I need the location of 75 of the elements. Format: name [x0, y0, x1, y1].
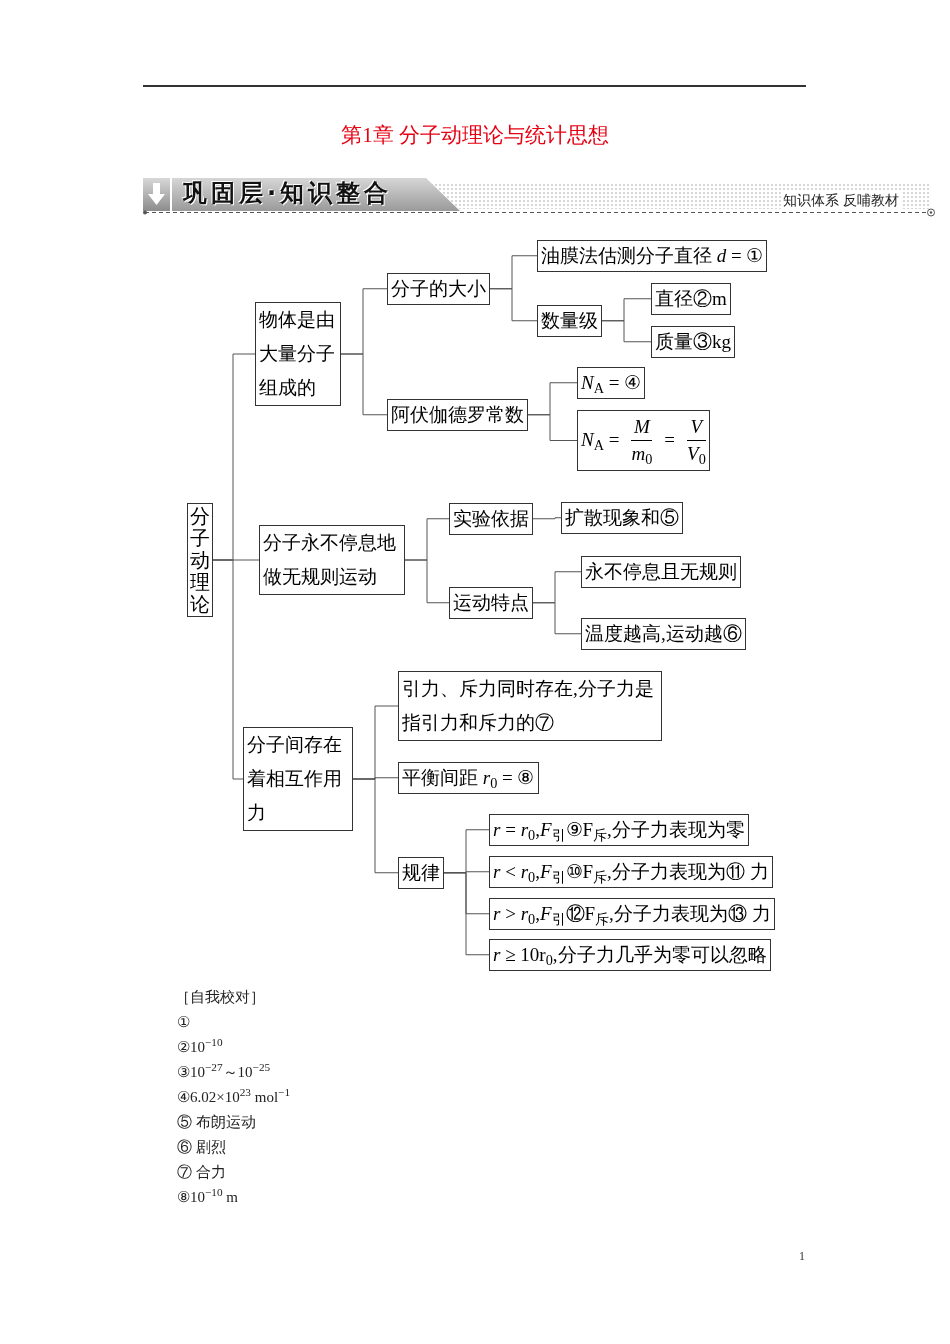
- answer-line: ④6.02×10$^{23}$ mol$^{−1}$: [177, 1085, 291, 1107]
- connector-line: [527, 414, 578, 441]
- concept-box: [489, 814, 749, 846]
- concept-text: r < r$_{0}$,F$_{引}$⑩F$_{斥}$,分子力表现为⑪ 力: [493, 861, 769, 882]
- connector-line: [443, 872, 490, 956]
- concept-box: [489, 898, 775, 930]
- concept-box: [449, 587, 533, 619]
- concept-text: 实验依据: [453, 508, 529, 529]
- concept-text: 运动特点: [453, 592, 529, 613]
- answer-line: ⑥ 剧烈: [177, 1138, 226, 1157]
- concept-text: 分子永不停息地做无规则运动: [263, 531, 397, 589]
- concept-box: [243, 727, 353, 831]
- concept-text: 平衡间距 r$_{0}$ = ⑧: [402, 767, 535, 788]
- concept-text: 规律: [402, 862, 440, 883]
- concept-box: [581, 618, 746, 650]
- connector-line: [352, 778, 399, 874]
- concept-box: [651, 283, 731, 315]
- concept-box: [577, 410, 710, 471]
- concept-text: 数量级: [541, 310, 598, 331]
- concept-box: [449, 503, 533, 535]
- formula-text: M: [633, 415, 650, 439]
- topic-text: 分子动理论: [190, 505, 210, 615]
- formula-text: =: [664, 428, 676, 453]
- answer-line: ⑦ 合力: [177, 1163, 226, 1182]
- answer-line: ②10$^{−10}$: [177, 1035, 223, 1057]
- concept-box: [537, 305, 602, 337]
- connector-line: [212, 559, 244, 780]
- formula-text: m$_{0}$: [631, 442, 653, 467]
- concept-box: [398, 671, 662, 741]
- connector-line: [489, 288, 538, 322]
- concept-box: [259, 525, 405, 595]
- connector-line: [532, 517, 562, 520]
- concept-text: 扩散现象和⑤: [565, 507, 679, 528]
- concept-text: 分子间存在着相互作用力: [247, 733, 343, 825]
- answer-line: ⑤ 布朗运动: [177, 1113, 256, 1132]
- concept-text: 物体是由大量分子组成的: [259, 308, 336, 400]
- concept-text: r ≥ 10r$_{0}$,分子力几乎为零可以忽略: [493, 944, 767, 965]
- concept-text: 直径②m: [655, 288, 727, 309]
- chapter-title: 第1章 分子动理论与统计思想: [341, 122, 609, 149]
- connector-line: [340, 353, 388, 416]
- connector-line: [601, 320, 652, 343]
- page-number: 1: [799, 1248, 805, 1264]
- concept-text: 分子的大小: [391, 278, 486, 299]
- concept-box: [489, 856, 773, 888]
- concept-box: [398, 857, 444, 889]
- concept-box: [387, 273, 490, 305]
- answer-heading: ［自我校对］: [175, 988, 265, 1007]
- formula-text: V: [690, 415, 703, 439]
- connector-line: [532, 602, 582, 635]
- concept-text: 阿伏伽德罗常数: [391, 404, 524, 425]
- concept-box: [398, 762, 539, 794]
- concept-text: 质量③kg: [655, 331, 731, 352]
- formula-text: N$_{A}$ =: [581, 428, 620, 455]
- concept-text: r = r$_{0}$,F$_{引}$⑨F$_{斥}$,分子力表现为零: [493, 819, 745, 840]
- answer-line: ③10$^{−27}$～10$^{−25}$: [177, 1060, 271, 1082]
- concept-text: 油膜法估测分子直径 d = ①: [541, 245, 764, 266]
- concept-box: [387, 399, 528, 431]
- concept-text: N$_{A}$ = ④: [581, 372, 642, 393]
- concept-box: [577, 367, 646, 399]
- connector-line: [404, 559, 450, 604]
- concept-box: [255, 302, 341, 406]
- concept-text: 永不停息且无规则: [585, 561, 737, 582]
- concept-box: [489, 939, 771, 971]
- concept-text: 引力、斥力同时存在,分子力是指引力和斥力的⑦: [402, 677, 655, 735]
- concept-box: [651, 326, 735, 358]
- answer-line: ①: [177, 1013, 190, 1032]
- concept-text: r > r$_{0}$,F$_{引}$⑫F$_{斥}$,分子力表现为⑬ 力: [493, 903, 771, 924]
- concept-box: [581, 556, 741, 588]
- banner-title: 巩固层·知识整合: [183, 178, 393, 209]
- concept-text: 温度越高,运动越⑥: [585, 623, 742, 644]
- answer-line: ⑧10$^{−10}$ m: [177, 1185, 239, 1207]
- concept-box: [537, 240, 768, 272]
- section-tag: 知识体系 反哺教材: [781, 190, 902, 210]
- concept-box: [561, 502, 683, 534]
- formula-text: V$_{0}$: [687, 442, 706, 467]
